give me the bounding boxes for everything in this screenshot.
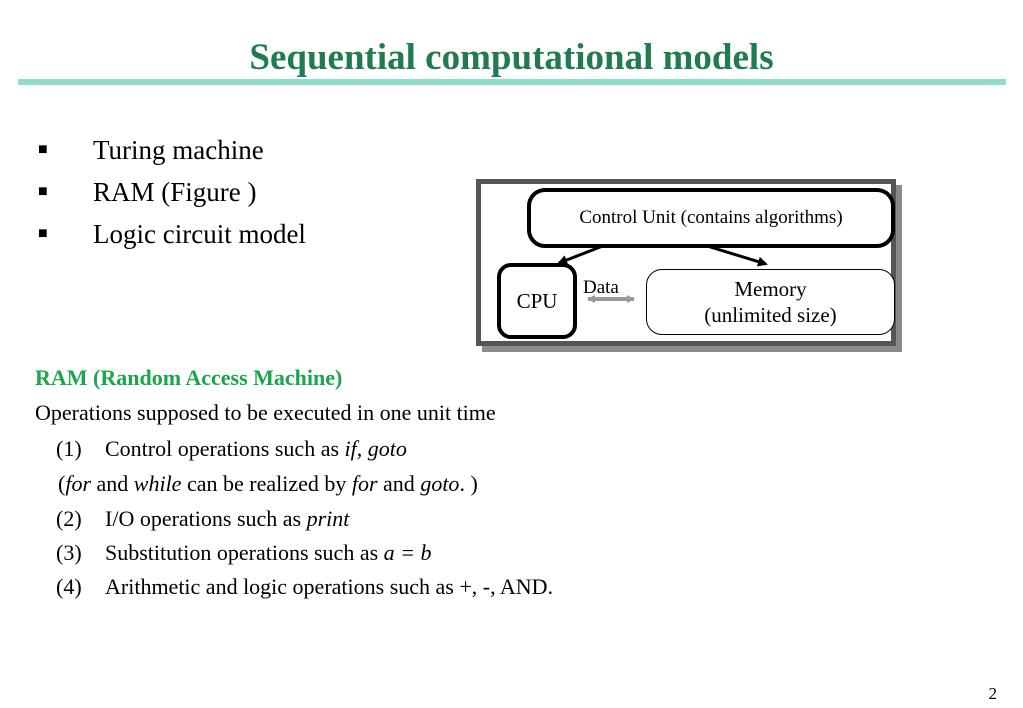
bullet-text: RAM (Figure ): [93, 176, 257, 207]
note-close: . ): [459, 471, 478, 496]
separator: ,: [356, 436, 368, 461]
bullet-item: RAM (Figure ): [38, 171, 306, 213]
keyword-goto: goto: [367, 436, 407, 461]
note-mid: can be realized by: [181, 471, 352, 496]
note-and: and: [91, 471, 134, 496]
bullet-item: Turing machine: [38, 129, 306, 171]
note-open: (: [58, 471, 66, 496]
memory-label: Memory: [734, 277, 807, 301]
memory-size-label: (unlimited size): [704, 303, 837, 327]
substitution-expression: a = b: [383, 540, 432, 565]
keyword-print: print: [306, 506, 350, 531]
control-unit-box: Control Unit (contains algorithms): [527, 188, 895, 248]
note-and: and: [377, 471, 421, 496]
bullet-text: Turing machine: [93, 134, 264, 165]
bullet-item: Logic circuit model: [38, 213, 306, 255]
op-number: (1): [56, 436, 82, 461]
operations-intro: Operations supposed to be executed in on…: [35, 400, 496, 425]
keyword-goto: goto: [420, 471, 460, 496]
slide-title: Sequential computational models: [249, 37, 774, 78]
keyword-while: while: [133, 471, 182, 496]
op-text: Control operations such as: [105, 436, 345, 461]
control-unit-label: Control Unit (contains algorithms): [579, 207, 843, 228]
memory-box: Memory (unlimited size): [646, 269, 895, 335]
op-text: Arithmetic and logic operations such as …: [105, 574, 554, 599]
cpu-label: CPU: [516, 288, 558, 313]
operation-arithmetic: (4) Arithmetic and logic operations such …: [56, 574, 553, 600]
title-divider: [18, 79, 1006, 85]
data-label: Data: [583, 277, 619, 298]
cpu-box: CPU: [497, 263, 577, 339]
op-text: I/O operations such as: [105, 506, 307, 531]
keyword-for: for: [65, 471, 92, 496]
operation-control: (1) Control operations such as if, goto: [56, 436, 407, 462]
page-number: 2: [988, 684, 998, 703]
keyword-if: if: [344, 436, 357, 461]
op-number: (2): [56, 506, 82, 531]
bullet-list: Turing machine RAM (Figure ) Logic circu…: [38, 129, 306, 255]
bullet-text: Logic circuit model: [93, 218, 306, 249]
loop-note: (for and while can be realized by for an…: [58, 471, 478, 497]
op-number: (4): [56, 574, 82, 599]
operation-io: (2) I/O operations such as print: [56, 506, 349, 532]
op-number: (3): [56, 540, 82, 565]
ram-heading: RAM (Random Access Machine): [35, 365, 343, 390]
op-text: Substitution operations such as: [105, 540, 384, 565]
operation-substitution: (3) Substitution operations such as a = b: [56, 540, 432, 566]
keyword-for: for: [351, 471, 378, 496]
